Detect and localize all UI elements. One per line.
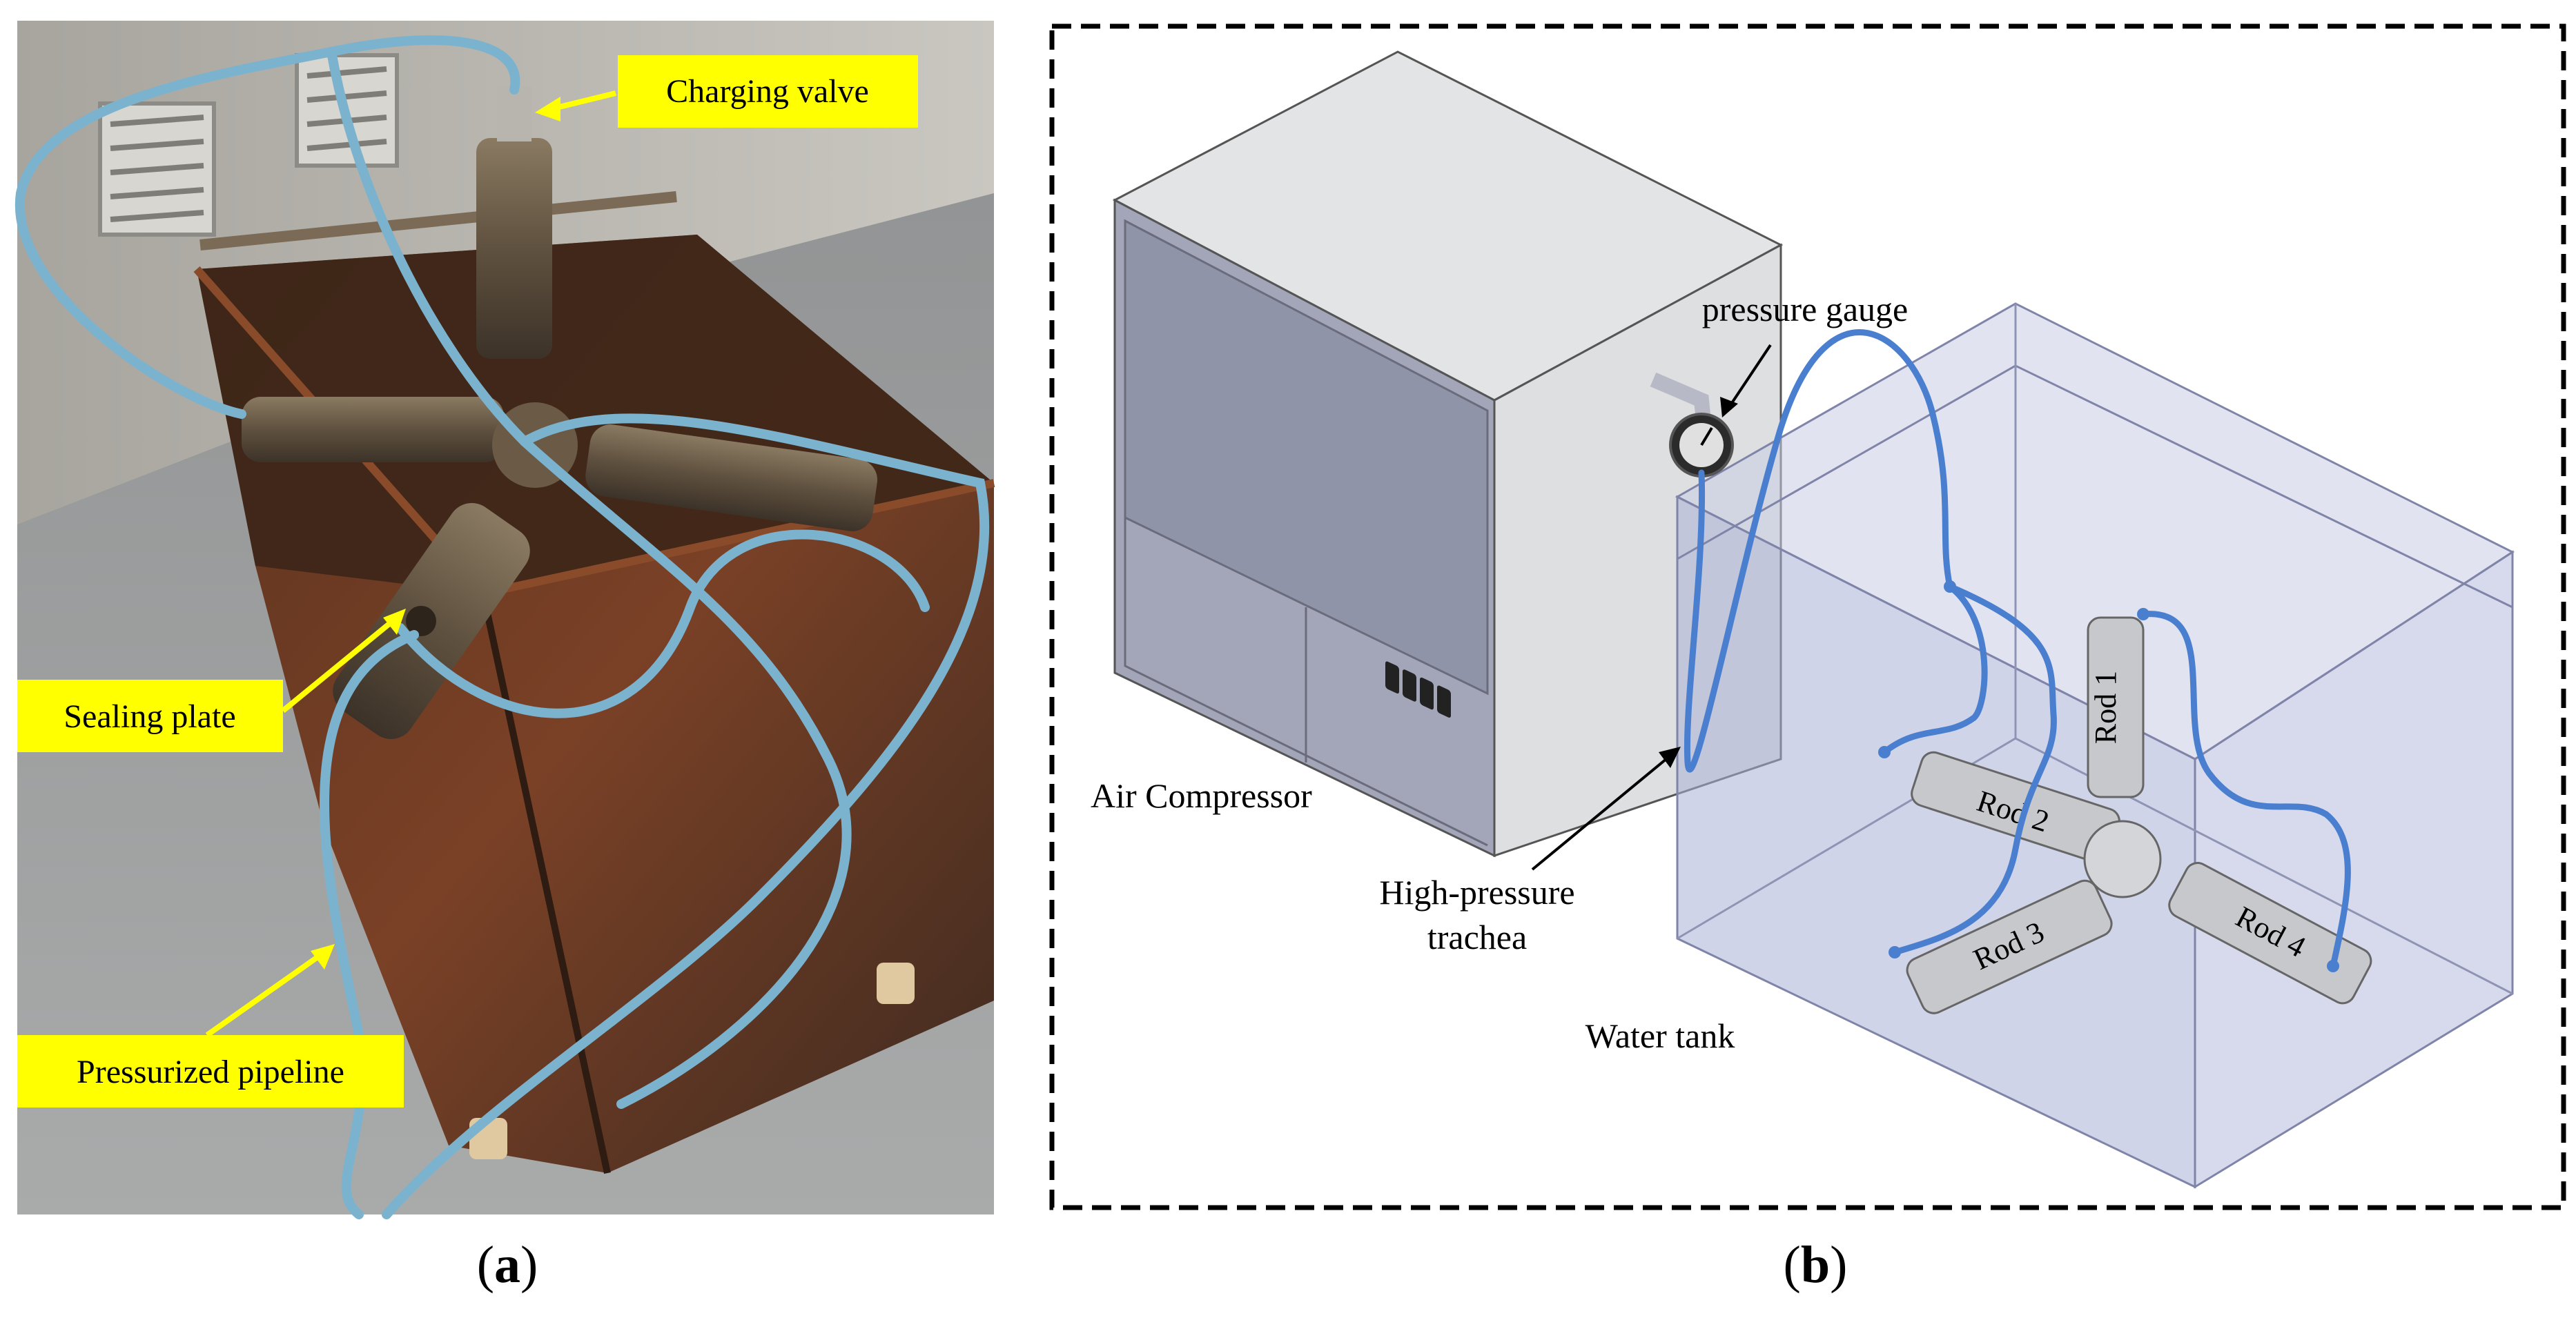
frame-bar (199, 191, 677, 250)
label-water-tank: Water tank (1585, 1016, 1735, 1055)
label-sealing-plate: Sealing plate (17, 680, 283, 752)
arrow-pressurized-pipeline (205, 950, 326, 1038)
label-pressure-gauge: pressure gauge (1702, 290, 1909, 328)
air-compressor (1112, 50, 1784, 858)
caption-b: (b) (1783, 1236, 1848, 1294)
charging-valve-fitting (497, 86, 531, 141)
arrowhead-sealing-plate (383, 609, 406, 635)
dashed-frame (1049, 23, 2566, 1210)
label-pressurized-pipeline: Pressurized pipeline (17, 1035, 404, 1108)
arrow-pressure-gauge (1728, 344, 1772, 409)
caption-a: (a) (476, 1236, 538, 1294)
rod-4: Rod 4 (2168, 862, 2372, 1005)
vent-left (98, 101, 216, 237)
sealing-plate-dot (406, 606, 436, 636)
water-tank (1675, 302, 2515, 1189)
arrowhead-charging-valve (535, 97, 560, 121)
label-air-compressor: Air Compressor (1091, 776, 1312, 815)
svg-text:Rod 1: Rod 1 (2089, 671, 2123, 744)
label-charging-valve: Charging valve (618, 55, 918, 128)
rod-right (585, 424, 878, 531)
panel-b-diagram: Rod 1 Rod 2 Rod 3 Rod 4 pressure gau (1049, 23, 2566, 1210)
rod-vertical (476, 138, 552, 359)
hoses (14, 35, 990, 1219)
panel-a-photo: Charging valve Sealing plate Pressurized… (14, 21, 995, 1219)
arrow-sealing-plate (281, 615, 399, 714)
center-sphere (2083, 820, 2162, 898)
arrow-trachea (1531, 754, 1672, 871)
rod-3: Rod 3 (1906, 879, 2113, 1014)
pressure-gauge (1650, 372, 1734, 478)
label-trachea-line2: trachea (1427, 918, 1527, 956)
rod-left (242, 397, 504, 462)
control-buttons (1385, 661, 1451, 718)
vent-right (295, 53, 399, 168)
rod-assembly: Rod 1 Rod 2 Rod 3 Rod 4 (1906, 616, 2372, 1014)
svg-text:Sealing plate: Sealing plate (64, 698, 235, 735)
svg-text:Pressurized pipeline: Pressurized pipeline (77, 1054, 344, 1090)
compressor-upper-panel (1124, 219, 1489, 696)
svg-text:Charging valve: Charging valve (666, 73, 869, 110)
rod-1: Rod 1 (2087, 616, 2145, 798)
label-trachea-line1: High-pressure (1379, 873, 1574, 912)
wheel (877, 963, 915, 1004)
trachea-hose (1684, 329, 2351, 970)
arrowhead-pressurized-pipeline (311, 944, 335, 970)
